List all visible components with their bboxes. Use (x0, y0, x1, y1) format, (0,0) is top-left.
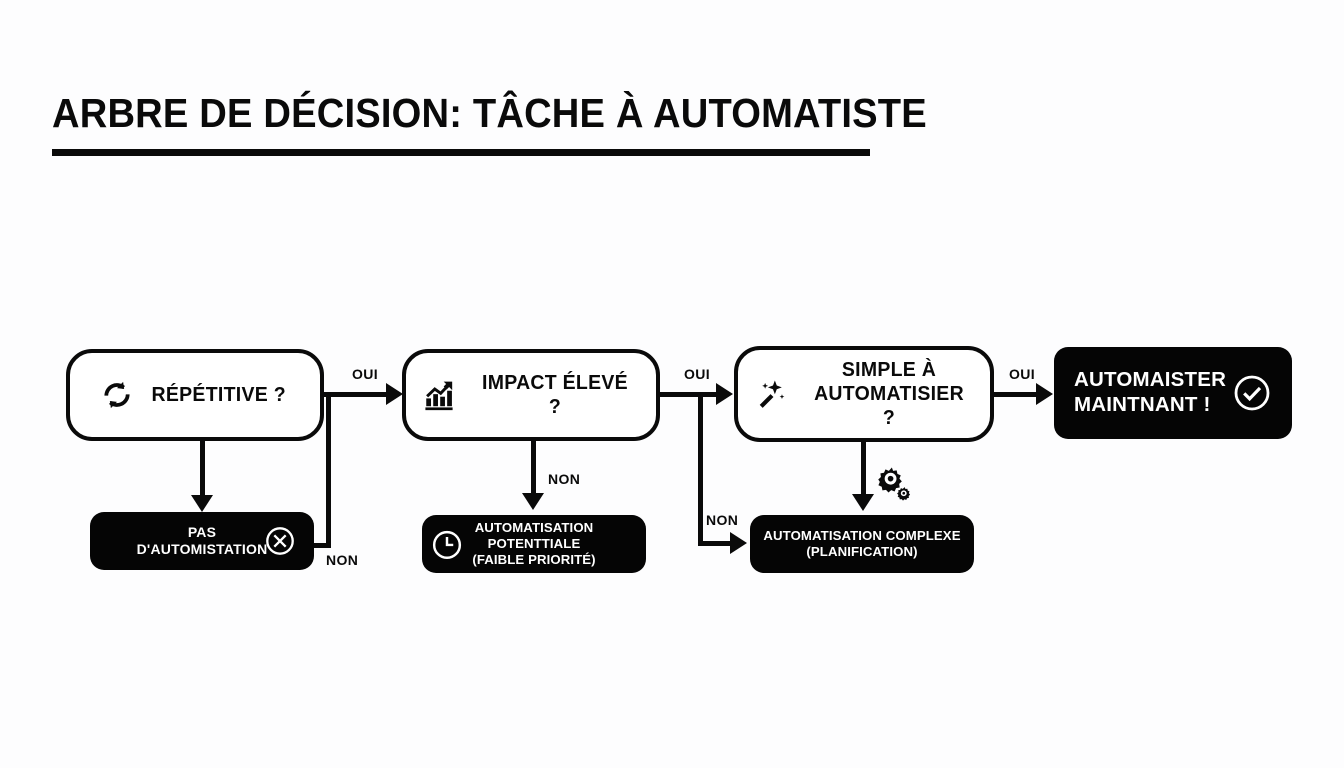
node-no-automation-label-line2: D'AUTOMISTATION (136, 541, 268, 557)
title-underline-rule (52, 149, 870, 157)
edge-line-simple-to-automate (994, 392, 1038, 397)
clock-icon (432, 530, 462, 560)
x-circle-icon (266, 527, 294, 555)
edge-line-repetitive-down (200, 441, 205, 499)
node-complex-label-line1: AUTOMATISATION COMPLEXE (763, 528, 961, 544)
edge-label-yes-1: OUI (352, 366, 379, 382)
bar-chart-up-icon (425, 381, 453, 411)
node-impact-label: IMPACT ÉLEVÉ ? (482, 370, 628, 418)
edge-label-yes-2: OUI (684, 366, 711, 382)
node-impact[interactable]: IMPACT ÉLEVÉ ? (402, 349, 660, 441)
node-repetitive[interactable]: RÉPÉTITIVE ? (66, 349, 324, 441)
node-no-automation-label-line1: PAS (187, 524, 217, 541)
node-potential-label-line1: AUTOMATISATION POTENTTIALE (474, 520, 594, 552)
node-automate-now-label-line1: AUTOMAISTER (1074, 368, 1227, 392)
edge-line-impact-to-simple (660, 392, 718, 397)
node-simple-label: SIMPLE À AUTOMATISIER ? (808, 358, 970, 431)
node-simple-label-line2: AUTOMATISIER ? (814, 381, 964, 430)
node-no-automation[interactable]: PAS D'AUTOMISTATION (90, 512, 314, 570)
node-complex-label: AUTOMATISATION COMPLEXE (PLANIFICATION) (763, 528, 960, 560)
gears-icon (878, 467, 911, 501)
node-potential[interactable]: AUTOMATISATION POTENTTIALE (FAIBLE PRIOR… (422, 515, 646, 573)
edge-line-no-2-vertical (531, 441, 536, 497)
edge-arrow-repetitive-to-impact (386, 383, 403, 405)
edge-line-no-1-horizontal (310, 543, 331, 548)
edge-arrow-simple-to-automate (1036, 383, 1053, 405)
edge-arrow-repetitive-down (191, 495, 213, 512)
title-block: ARBRE DE DÉCISION: TÂCHE À AUTOMATISTE (52, 90, 927, 157)
page-title: ARBRE DE DÉCISION: TÂCHE À AUTOMATISTE (52, 90, 927, 136)
edge-line-no-3-horizontal (698, 541, 734, 546)
check-circle-icon (1234, 375, 1270, 411)
edge-arrow-no-2 (522, 493, 544, 510)
refresh-icon (104, 381, 130, 409)
node-repetitive-label: RÉPÉTITIVE ? (151, 382, 287, 406)
edge-label-no-1: NON (326, 552, 359, 568)
edge-arrow-impact-to-simple (716, 383, 733, 405)
node-potential-label: AUTOMATISATION POTENTTIALE (FAIBLE PRIOR… (432, 520, 636, 568)
magic-wand-icon (759, 380, 785, 408)
node-simple[interactable]: SIMPLE À AUTOMATISIER ? (734, 346, 994, 442)
node-automate-now[interactable]: AUTOMAISTER MAINTNANT ! (1054, 347, 1292, 439)
edge-label-no-3: NON (706, 512, 739, 528)
edge-label-yes-3: OUI (1009, 366, 1036, 382)
edge-line-simple-down (861, 442, 866, 498)
node-complex[interactable]: AUTOMATISATION COMPLEXE (PLANIFICATION) (750, 515, 974, 573)
edge-label-no-2: NON (548, 471, 581, 487)
edge-arrow-no-3 (730, 532, 747, 554)
edge-line-no-1-vertical (326, 392, 331, 548)
node-potential-label-line2: (FAIBLE PRIORITÉ) (472, 551, 596, 567)
node-complex-label-line2: (PLANIFICATION) (806, 544, 918, 559)
edge-line-no-3-vertical (698, 392, 703, 544)
edge-arrow-simple-down (852, 494, 874, 511)
node-simple-label-line1: SIMPLE À (841, 357, 937, 381)
node-automate-now-label: AUTOMAISTER MAINTNANT ! (1074, 368, 1226, 417)
node-automate-now-label-line2: MAINTNANT ! (1074, 393, 1211, 416)
edge-line-repetitive-to-impact (324, 392, 386, 397)
node-no-automation-label: PAS D'AUTOMISTATION (137, 524, 268, 558)
